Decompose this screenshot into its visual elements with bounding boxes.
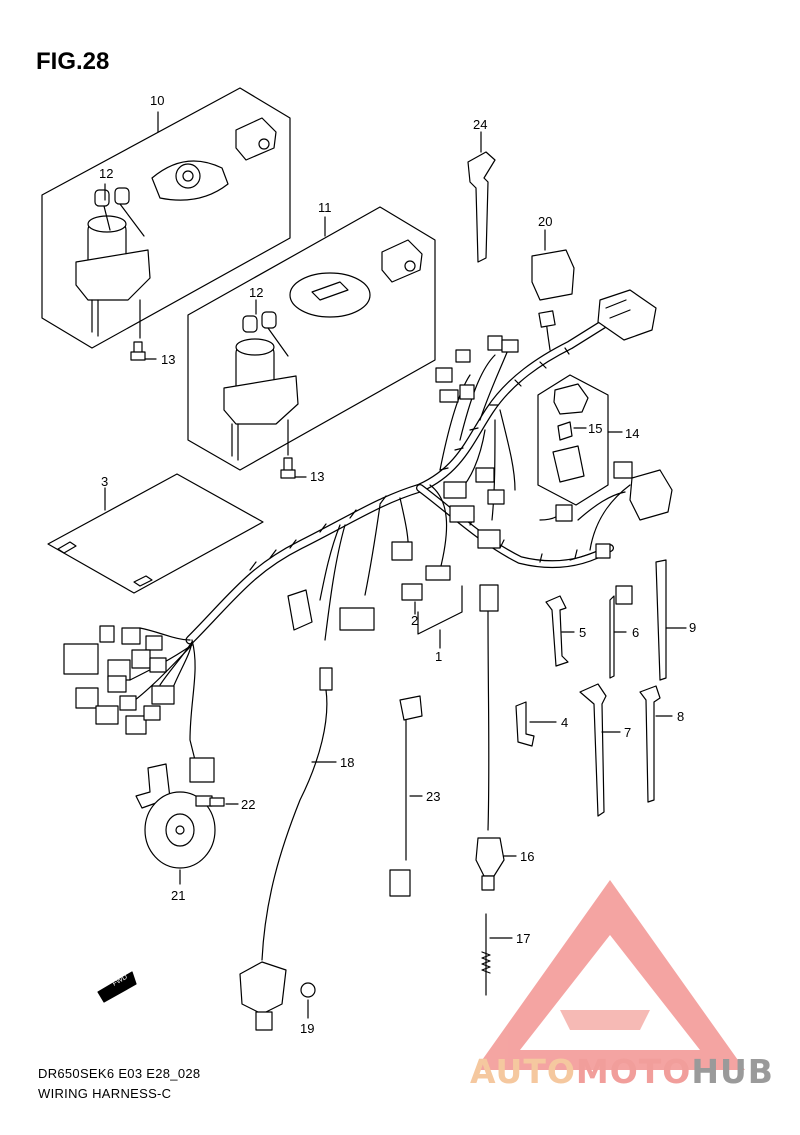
sensor-19-icon	[239, 961, 316, 1031]
callout-8: 8	[677, 709, 684, 724]
bolt-22-icon	[195, 795, 239, 807]
fwd-arrow-icon	[97, 971, 137, 1003]
callout-7: 7	[624, 725, 631, 740]
watermark-brand: AUTOMOTOHUB	[470, 1052, 774, 1091]
callout-1: 1	[435, 649, 442, 664]
seat-lock-icon-2	[381, 239, 423, 283]
callout-15: 15	[588, 421, 602, 436]
label-sheet-3	[47, 473, 264, 594]
callout-12b: 12	[249, 285, 263, 300]
callout-17: 17	[516, 931, 530, 946]
callout-18: 18	[340, 755, 354, 770]
callout-10: 10	[150, 93, 164, 108]
spring-17-icon	[481, 913, 513, 996]
fuel-cap-icon	[289, 272, 371, 318]
watermark-logo-icon	[475, 880, 745, 1070]
watermark-part-moto: MOTO	[575, 1052, 692, 1091]
cable-tie-9-icon	[655, 559, 687, 681]
callout-19: 19	[300, 1021, 314, 1036]
cable-tie-7-icon	[579, 683, 621, 817]
bolt-13-icon-2	[280, 457, 307, 479]
callout-23: 23	[426, 789, 440, 804]
watermark-part-auto: AUTO	[470, 1052, 576, 1091]
callout-2: 2	[411, 613, 418, 628]
figure-title: FIG.28	[36, 48, 110, 75]
ignition-set-box-10	[41, 87, 291, 349]
model-code: DR650SEK6 E03 E28_028	[38, 1066, 201, 1081]
ignition-switch-icon	[75, 215, 151, 337]
callout-20: 20	[538, 214, 552, 229]
callout-24: 24	[473, 117, 487, 132]
callout-21: 21	[171, 888, 185, 903]
clamp-6-icon	[609, 585, 633, 679]
callout-11: 11	[318, 200, 332, 215]
fuel-cap-lock-icon	[151, 160, 229, 201]
callout-13a: 13	[161, 352, 175, 367]
callout-4: 4	[561, 715, 568, 730]
sensor-lead-18-icon	[261, 667, 337, 961]
callout-16: 16	[520, 849, 534, 864]
callout-22: 22	[241, 797, 255, 812]
seat-lock-icon	[235, 117, 277, 161]
callout-9: 9	[689, 620, 696, 635]
figure-caption: WIRING HARNESS-C	[38, 1086, 172, 1101]
fuse-set-box-14	[537, 374, 623, 506]
callout-14: 14	[625, 426, 639, 441]
callout-3: 3	[101, 474, 108, 489]
cable-tie-8-icon	[639, 685, 673, 803]
lead-23-icon	[389, 695, 423, 897]
ignition-set-box-11	[187, 206, 436, 471]
harness-connectors	[63, 289, 673, 783]
ignition-switch-icon-2	[223, 338, 299, 461]
watermark-part-hub: HUB	[691, 1052, 774, 1091]
callout-5: 5	[579, 625, 586, 640]
clamp-5-icon	[545, 595, 575, 667]
key-pair-icon-2	[242, 311, 289, 357]
bolt-13-icon	[130, 341, 157, 361]
horn-21-icon	[135, 763, 216, 885]
callout-6: 6	[632, 625, 639, 640]
callout-12a: 12	[99, 166, 113, 181]
main-wiring-harness	[119, 307, 631, 761]
blank-key-24-icon	[467, 131, 496, 263]
switch-16-icon	[475, 611, 517, 891]
callout-13b: 13	[310, 469, 324, 484]
clamp-4-icon	[515, 701, 557, 747]
relay-20-icon	[531, 229, 575, 301]
